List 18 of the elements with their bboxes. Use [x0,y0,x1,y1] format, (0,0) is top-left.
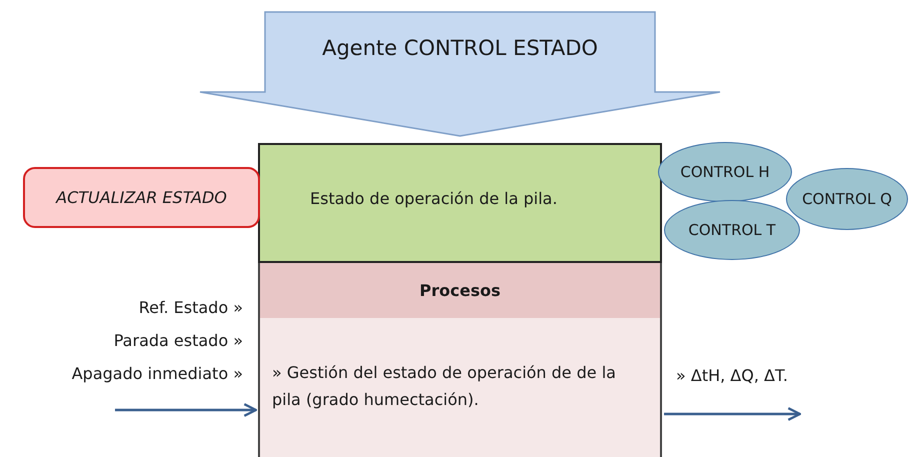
control-ellipse [658,142,792,202]
process-header: Procesos [260,263,660,318]
process-text: » Gestión del estado de operación de de la pila (grado humectación). [272,362,617,411]
action-box [23,167,260,228]
state-box [258,143,662,263]
flow-label: Ref. Estado » [138,298,243,317]
flow-label: Parada estado » [114,331,243,350]
action-text: ACTUALIZAR ESTADO [56,188,227,207]
control-text: CONTROL Q [802,190,892,208]
arrow [115,403,258,417]
control-text: CONTROL T [688,221,776,239]
arrow [664,407,802,421]
flow-label: » ΔtH, ΔQ, ΔT. [676,366,788,385]
state-text: Estado de operación de la pila. [310,189,558,208]
flow-label: Apagado inmediato » [72,364,243,383]
arrow-title: Agente CONTROL ESTADO [321,35,599,62]
process-box [258,263,662,457]
control-text: CONTROL H [680,163,770,181]
